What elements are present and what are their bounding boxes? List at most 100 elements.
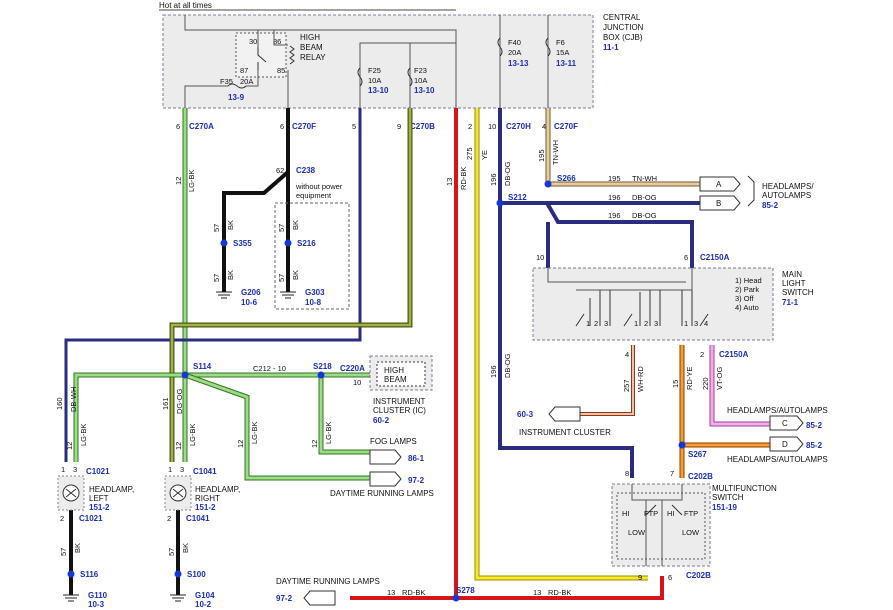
headlamps-autolamps-label-1: HEADLAMPS/ [762,182,814,191]
switch-pin-label: 3 [604,319,608,328]
wire-circuit-12: 12 [236,440,245,448]
switch-pin-label: 4 [704,319,708,328]
ground-g206-id: G206 [241,288,261,297]
ground-g206-ref: 10-6 [241,298,258,307]
wire-circuit-12: 12 [65,442,74,450]
wire-circuit-13: 13 [533,588,541,597]
connector-c2150a-2: C2150A [719,350,749,359]
connector-c212: C212 - 10 [253,364,286,373]
fuse-f40-amp: 20A [508,48,521,57]
connector-c202b: C202B [688,472,713,481]
splice-s218 [317,371,325,379]
headlamp-right-label-2: RIGHT [195,494,220,503]
wire-color-db-og: DB-OG [503,353,512,378]
pin-label: 2 [468,122,472,131]
cjb-title-1: CENTRAL [603,13,641,22]
pin-label: 2 [167,514,171,523]
splice-s116 [67,570,75,578]
wire-circuit-57: 57 [277,224,286,232]
fuse-f40-icon [497,37,503,57]
connector-c270h: C270H [506,122,531,131]
mfs-low-1: LOW [628,528,646,537]
option-note-2: equipment [296,191,332,200]
headlamp-left-ref: 151-2 [89,503,110,512]
fog-lamps-label: FOG LAMPS [370,437,417,446]
fuse-f35-id: F35 [220,77,233,86]
pin-label: 2 [60,514,64,523]
splice-s212-label: S212 [508,193,527,202]
splice-s267-label: S267 [688,450,707,459]
wire-color-bk: BK [181,543,190,553]
wire-circuit-57: 57 [167,548,176,556]
wire-circuit-57: 57 [212,274,221,282]
wire-circuit-257: 257 [622,379,631,392]
pin-label: 6 [176,122,180,131]
pin-label: 7 [670,469,674,478]
pin-label: 4 [542,122,546,131]
cjb-ref: 11-1 [603,43,619,52]
wire-circuit-12: 12 [174,442,183,450]
mfs-title-1: MULTIFUNCTION [712,484,777,493]
wire-color-bk: BK [226,220,235,230]
wire-color-lg-bk: LG-BK [188,423,197,446]
fuse-f25-amp: 10A [368,76,381,85]
wire-circuit-12: 12 [310,440,319,448]
harness-color-tn-wh: TN-WH [632,174,657,183]
wire-color-lg-bk: LG-BK [324,421,333,444]
fuse-f6-amp: 15A [556,48,569,57]
headlamp-left-label-2: LEFT [89,494,109,503]
ground-g206: G206 10-6 [216,288,261,307]
main-switch-ref: 71-1 [782,298,799,307]
inst-cluster-label: INSTRUMENT CLUSTER [519,428,611,437]
pin-label: 1 [61,465,65,474]
splice-s266 [544,180,552,188]
switch-pos-head: 1) Head [735,276,762,285]
pin-label: 1 [168,465,172,474]
wire-color-bk: BK [226,270,235,280]
connector-c270a: C270A [189,122,214,131]
wire-circuit-196: 196 [489,365,498,378]
splice-s100-label: S100 [187,570,206,579]
pin-label: 3 [73,465,77,474]
connector-c1041: C1041 [193,467,217,476]
fog-lamps-arrow [369,449,402,465]
splice-s278-label: S278 [456,586,475,595]
fuse-f23-id: F23 [414,66,427,75]
ground-icon [216,291,232,299]
fuse-f35-ref: 13-9 [228,93,245,102]
wire-circuit-57: 57 [59,548,68,556]
relay-coil-icon [289,45,295,65]
main-switch-title-3: SWITCH [782,288,814,297]
splice-s216 [284,239,292,247]
splice-s218-label: S218 [313,362,332,371]
relay-pin-85: 85 [277,66,285,75]
ground-g104-ref: 10-2 [195,600,212,609]
splice-s278 [452,594,460,602]
high-beam-label-1: HIGH [384,366,404,375]
fuse-f6-icon [545,37,551,57]
wire-color-tn-wh: TN-WH [551,140,560,165]
autolamps-d-label: HEADLAMPS/AUTOLAMPS [727,455,828,464]
connector-c2150a: C2150A [700,253,730,262]
connector-tag-c [769,415,804,431]
headlamps-autolamps-ref: 85-2 [762,201,779,210]
ground-g104: G104 10-2 [170,591,215,609]
tag-c-label: C [782,419,788,428]
pin-label: 6 [280,122,284,131]
switch-pin-label: 2 [594,319,598,328]
pin-label: 62 [276,166,284,175]
main-switch-title-2: LIGHT [782,279,806,288]
splice-s355 [220,239,228,247]
wire-color-db-wh: DB-WH [69,387,78,412]
fuse-f25-id: F25 [368,66,381,75]
wire-color-bk: BK [291,270,300,280]
wire-circuit-195: 195 [537,149,546,162]
ground-icon [63,594,79,602]
high-beam-relay [235,32,287,78]
pin-label: 3 [180,465,184,474]
autolamps-d-ref: 85-2 [806,441,823,450]
pin-label: 10 [536,253,544,262]
fuse-f40-ref: 13-13 [508,59,529,68]
wire-circuit-12: 12 [174,177,183,185]
switch-pos-auto: 4) Auto [735,303,759,312]
